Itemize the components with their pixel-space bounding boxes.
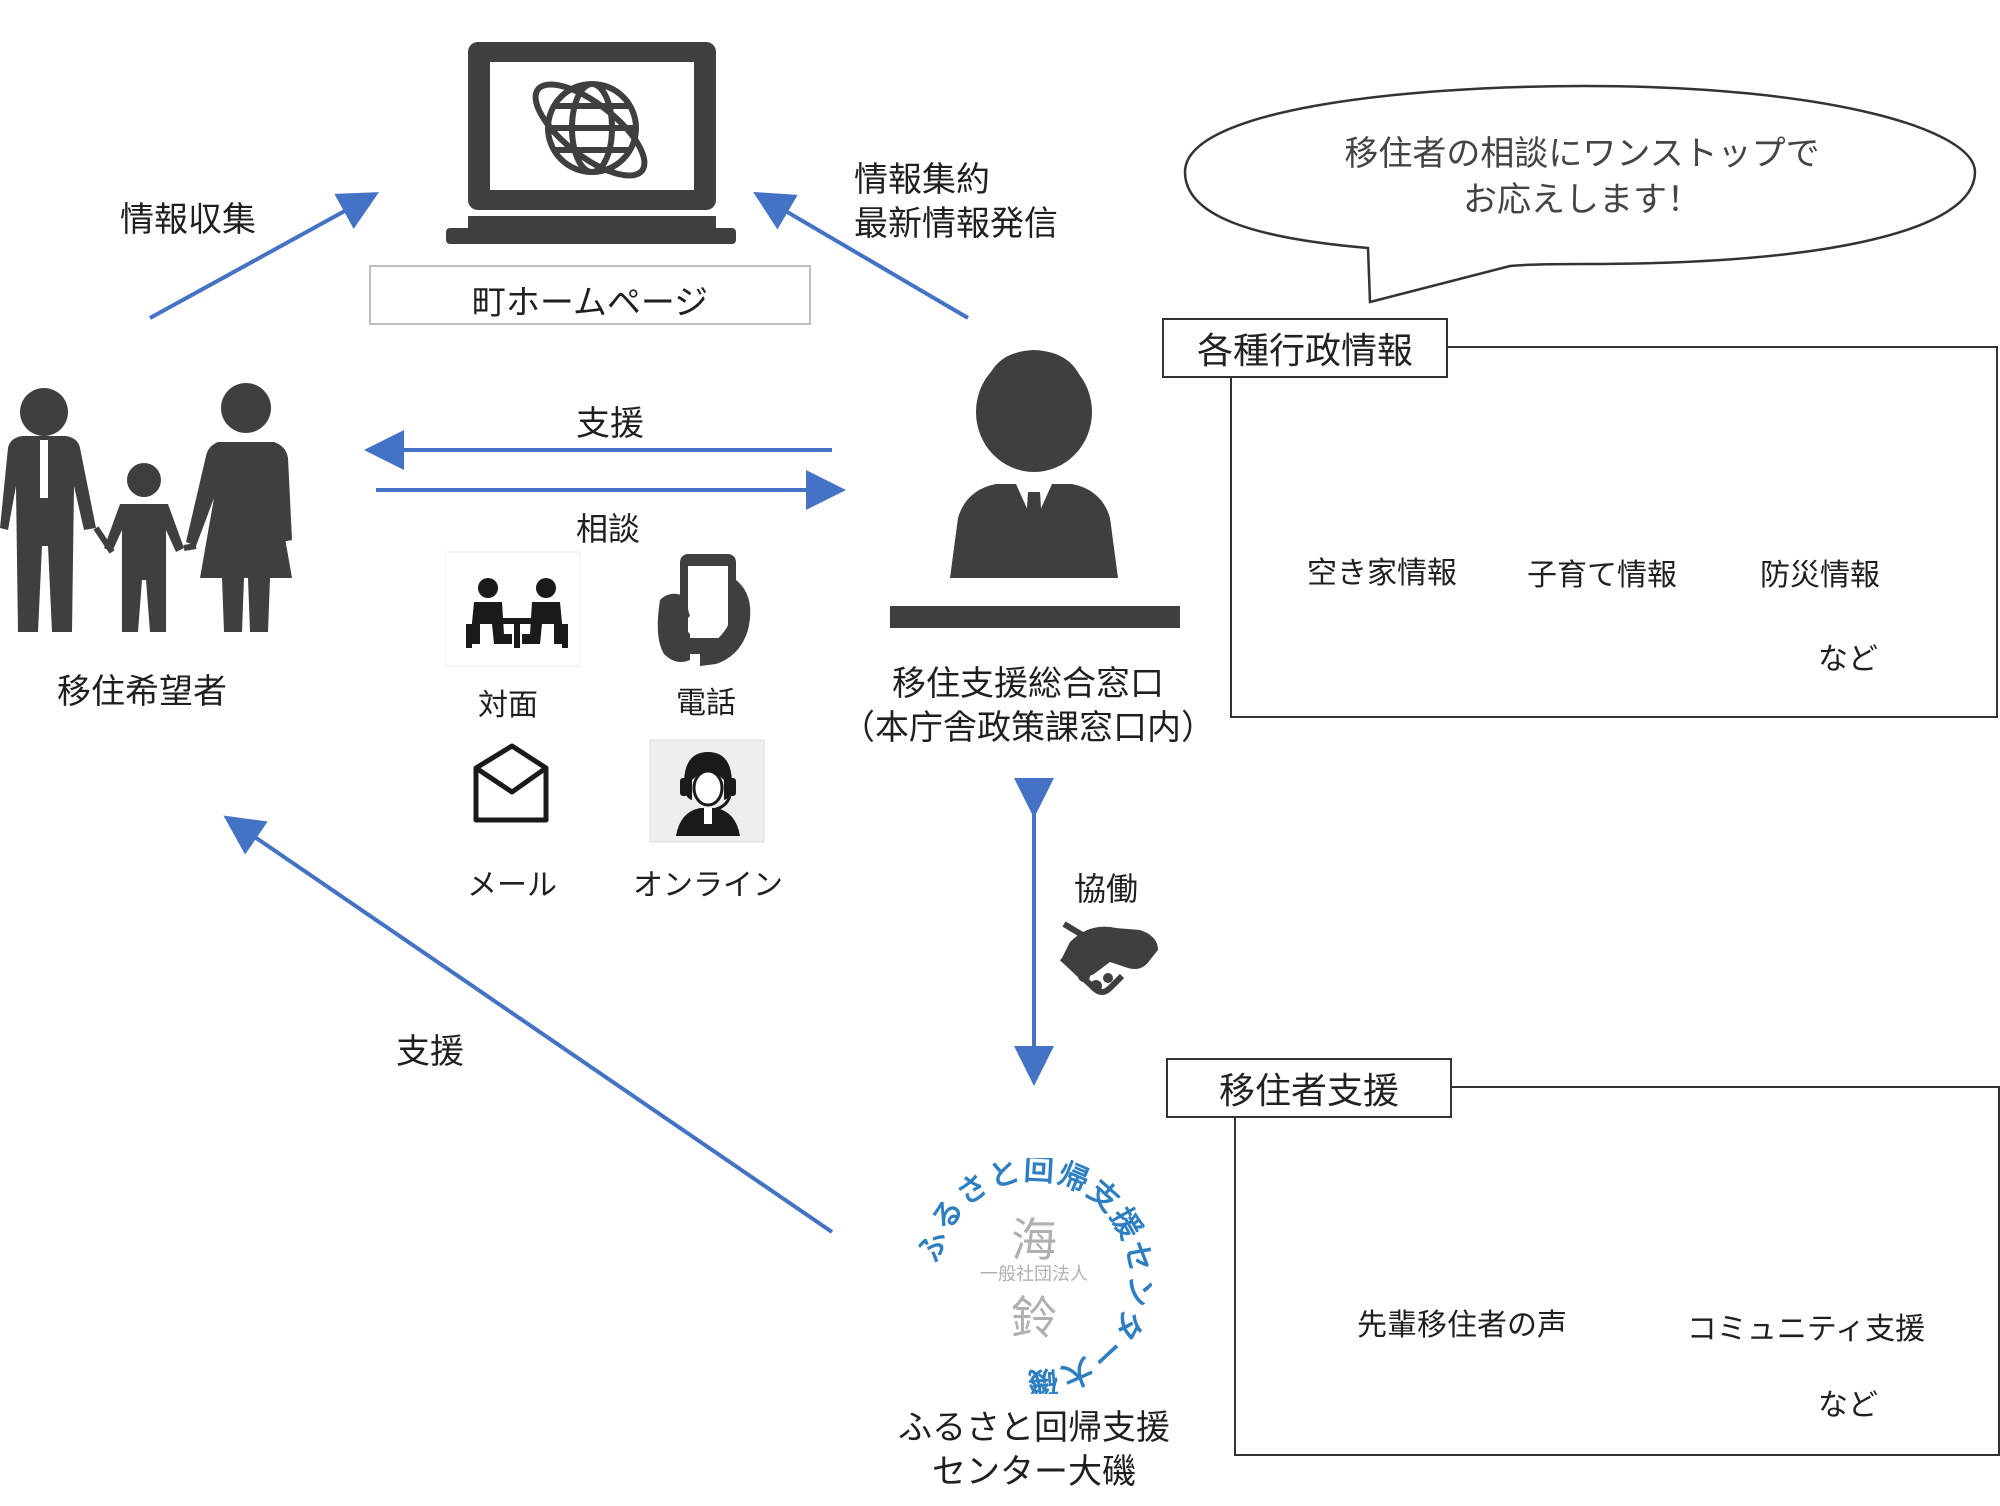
channel-mail: メール: [467, 868, 557, 903]
label-cooperation: 協働: [1074, 870, 1139, 908]
admin-etc: など: [1818, 642, 1878, 677]
logo-top-glyph: 海: [1011, 1213, 1057, 1267]
support-etc: など: [1818, 1388, 1878, 1423]
phone-icon: [657, 554, 751, 666]
admin-info-panel: [1230, 346, 1998, 718]
label-support-top: 支援: [576, 404, 644, 444]
center-label-2: センター大磯: [932, 1452, 1136, 1492]
mail-icon: [473, 743, 549, 823]
label-support-bottom: 支援: [396, 1032, 464, 1072]
channel-face: 対面: [478, 688, 538, 723]
item-disaster: 防災情報: [1760, 558, 1880, 593]
online-operator-icon: [649, 739, 765, 843]
channel-online: オンライン: [633, 868, 783, 903]
applicant-label: 移住希望者: [57, 672, 227, 712]
migrant-support-title: 移住者支援: [1166, 1058, 1452, 1118]
arrow-support-bottom: [223, 815, 834, 1234]
arrow-info-collect: [149, 192, 380, 320]
label-info-aggregate-1: 情報集約: [854, 160, 990, 200]
item-vacant-house: 空き家情報: [1307, 556, 1457, 591]
speech-line-2: お応えします！: [1463, 180, 1701, 220]
item-senior-voices: 先輩移住者の声: [1357, 1308, 1567, 1343]
admin-info-title: 各種行政情報: [1162, 318, 1448, 378]
item-childcare: 子育て情報: [1527, 558, 1677, 593]
logo-middle-text: 一般社団法人: [980, 1264, 1088, 1285]
migrant-support-panel: [1234, 1086, 2000, 1456]
speech-line-1: 移住者の相談にワンストップで: [1344, 134, 1820, 174]
consultant-icon: [890, 350, 1180, 628]
face-to-face-icon: [445, 551, 581, 667]
window-label-2: （本庁舎政策課窓口内）: [841, 708, 1215, 748]
laptop-icon: [446, 42, 736, 244]
window-label-1: 移住支援総合窓口: [892, 664, 1164, 704]
arrow-info-aggregate: [753, 191, 970, 320]
handshake-icon: [1059, 921, 1158, 995]
homepage-box: [369, 265, 811, 325]
speech-bubble: [1183, 84, 1977, 304]
homepage-label: 町ホームページ: [471, 283, 709, 323]
family-icon: [0, 383, 292, 632]
logo-bottom-glyph: 鈴: [1011, 1291, 1057, 1345]
channel-phone: 電話: [676, 686, 736, 721]
festival-glyph: 祭: [1785, 1205, 1822, 1246]
label-info-collect: 情報収集: [120, 200, 256, 240]
center-label-1: ふるさと回帰支援: [898, 1408, 1170, 1448]
label-consult: 相談: [575, 510, 641, 548]
item-community-support: コミュニティ支援: [1686, 1312, 1926, 1347]
label-info-aggregate-2: 最新情報発信: [854, 204, 1058, 244]
